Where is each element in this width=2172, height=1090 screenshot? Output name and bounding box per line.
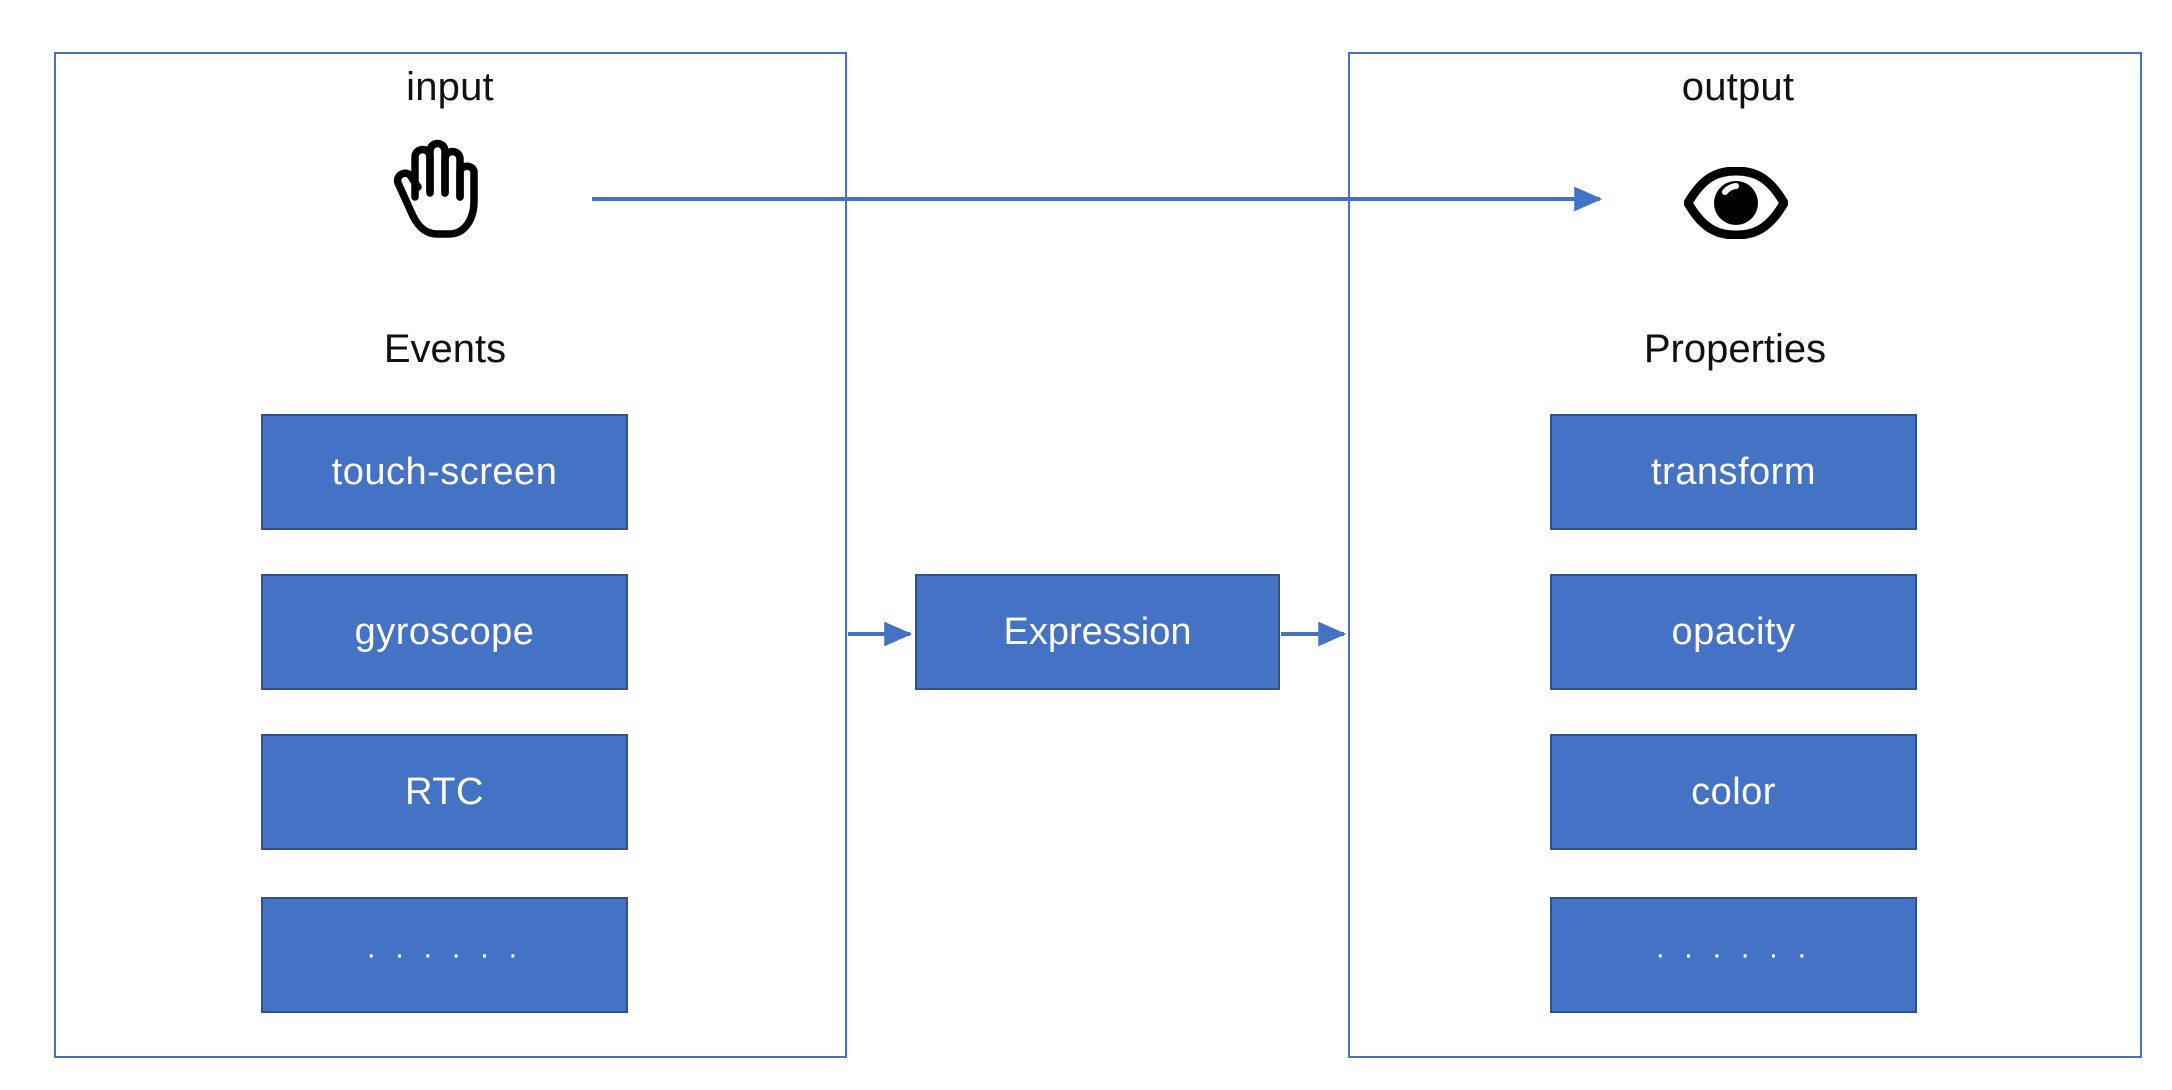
expression-box-label: Expression xyxy=(1003,610,1192,653)
event-box-label: touch-screen xyxy=(331,450,558,493)
events-heading: Events xyxy=(383,327,507,371)
raised-hand-icon xyxy=(372,132,492,242)
event-box-more[interactable]: · · · · · · xyxy=(261,897,628,1013)
property-box-label: · · · · · · xyxy=(1655,938,1812,971)
property-box-transform[interactable]: transform xyxy=(1550,414,1917,530)
eye-icon xyxy=(1676,148,1796,258)
property-box-label: transform xyxy=(1651,450,1816,493)
event-box-label: · · · · · · xyxy=(366,938,523,971)
event-box-rtc[interactable]: RTC xyxy=(261,734,628,850)
event-box-touch-screen[interactable]: touch-screen xyxy=(261,414,628,530)
property-box-label: color xyxy=(1691,770,1776,813)
expression-box[interactable]: Expression xyxy=(915,574,1280,690)
event-box-label: RTC xyxy=(405,770,484,813)
output-panel xyxy=(1348,52,2142,1058)
event-box-gyroscope[interactable]: gyroscope xyxy=(261,574,628,690)
property-box-more[interactable]: · · · · · · xyxy=(1550,897,1917,1013)
input-panel-title: input xyxy=(406,65,494,109)
property-box-opacity[interactable]: opacity xyxy=(1550,574,1917,690)
input-panel xyxy=(54,52,847,1058)
output-panel-title: output xyxy=(1681,65,1795,109)
properties-heading: Properties xyxy=(1643,327,1827,371)
event-box-label: gyroscope xyxy=(354,610,535,653)
property-box-color[interactable]: color xyxy=(1550,734,1917,850)
property-box-label: opacity xyxy=(1671,610,1796,653)
